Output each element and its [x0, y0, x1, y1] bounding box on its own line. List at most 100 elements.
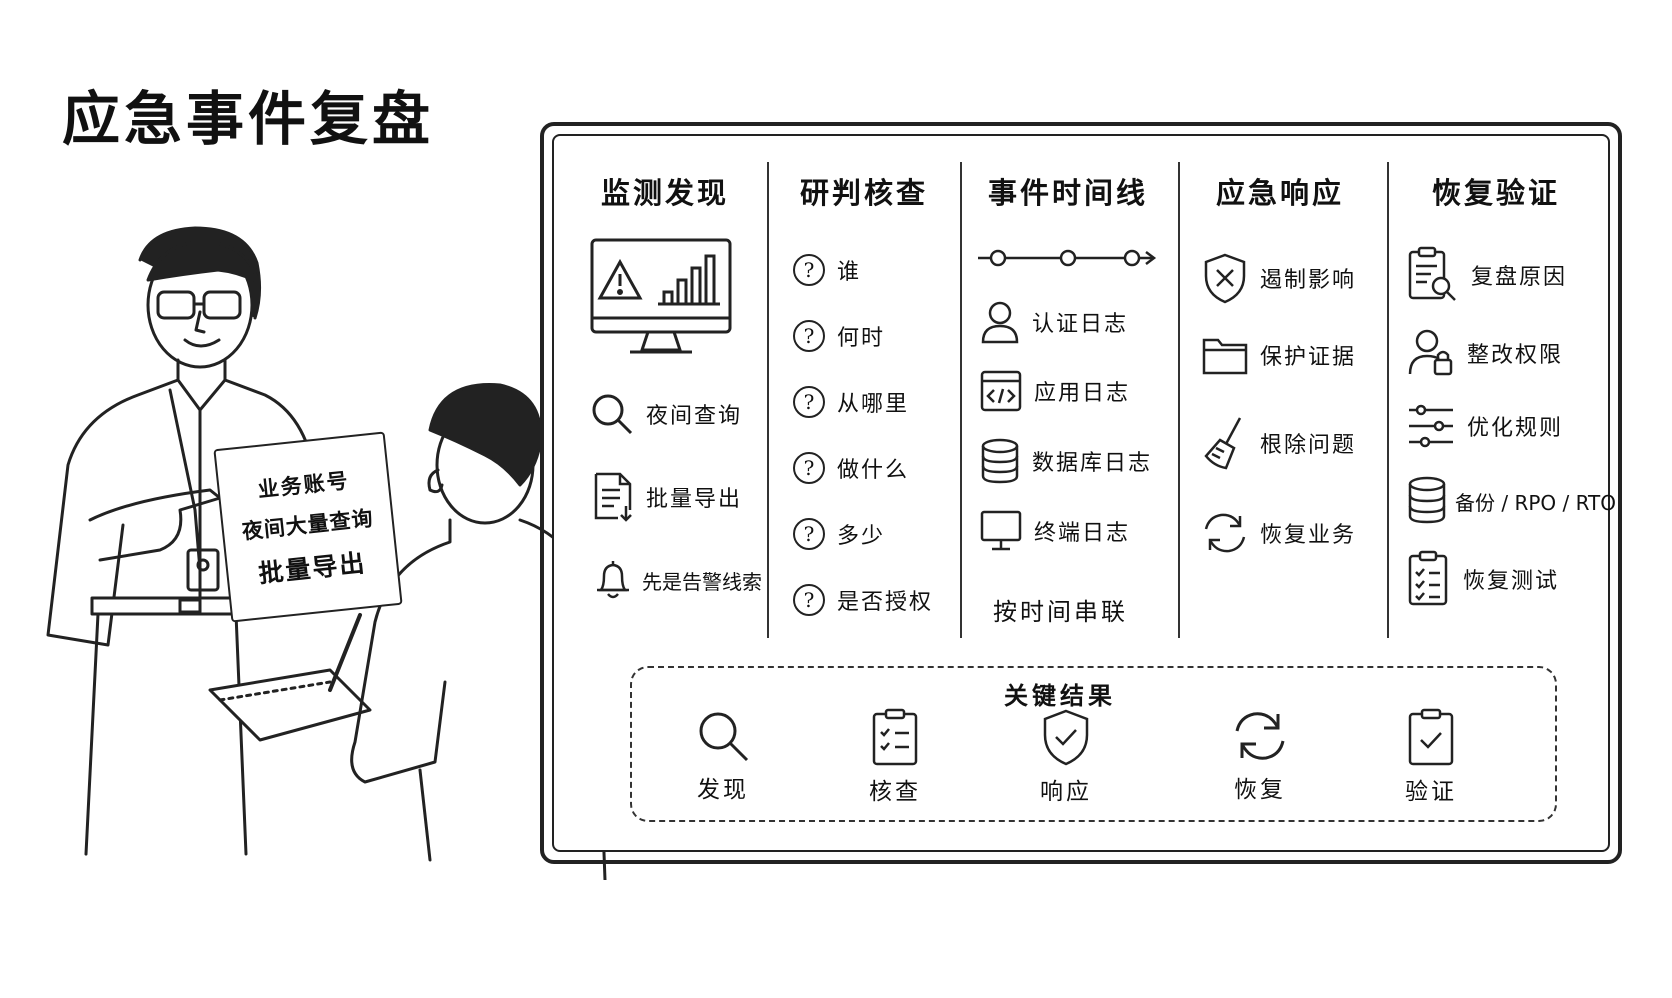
list-item-label: 夜间查询: [646, 404, 743, 429]
result-label: 核查: [869, 779, 921, 805]
timeline-footer: 按时间串联: [993, 598, 1128, 626]
list-item-where: ? 从哪里: [793, 386, 909, 418]
list-item-restore-test: 恢复测试: [1407, 550, 1559, 608]
user-icon: [981, 301, 1019, 344]
terminal-monitor-icon: [980, 510, 1022, 551]
list-item-label: 何时: [837, 326, 886, 351]
question-icon: ?: [793, 584, 825, 616]
bell-icon: [597, 561, 629, 599]
clipboard-check-icon: [1408, 708, 1454, 766]
list-item-who: ?谁: [793, 254, 861, 286]
code-window-icon: [980, 370, 1022, 412]
result-label: 验证: [1405, 779, 1457, 805]
list-item-eradicate: 根除问题: [1202, 414, 1356, 472]
list-item-backup-rpo-rto: 备份 / RPO / RTO: [1407, 476, 1616, 526]
sign-line-1: 业务账号: [256, 468, 351, 502]
list-item-authorized: ? 是否授权: [793, 584, 933, 616]
list-item-optimize-rules: 优化规则: [1407, 404, 1563, 448]
list-item-label: 恢复测试: [1463, 569, 1560, 594]
question-icon: ?: [793, 452, 825, 484]
question-icon: ?: [793, 518, 825, 550]
list-item-label: 整改权限: [1467, 343, 1564, 368]
magnifier-icon: [592, 394, 633, 435]
database-icon: [1408, 476, 1446, 524]
list-item-night-query: 夜间查询: [590, 392, 742, 436]
sign-line-3: 批量导出: [257, 548, 368, 589]
broom-icon: [1204, 417, 1242, 470]
monitor-alert-chart-icon: [590, 238, 732, 354]
list-item-label: 认证日志: [1032, 312, 1129, 337]
list-item-alert-clue: 先是告警线索: [594, 558, 762, 602]
column-divider: [767, 162, 769, 638]
refresh-icon: [1204, 513, 1246, 553]
list-item-terminal-log: 终端日志: [980, 510, 1130, 552]
question-icon: ?: [793, 386, 825, 418]
list-item-restore-business: 恢复业务: [1202, 510, 1356, 556]
result-label: 发现: [697, 777, 749, 803]
list-item-review-cause: 复盘原因: [1407, 246, 1567, 304]
list-item-label: 优化规则: [1467, 416, 1564, 441]
result-label: 响应: [1040, 779, 1092, 805]
timeline-arrow-icon: [978, 249, 1157, 267]
key-results-title: 关键结果: [1004, 682, 1116, 710]
clipboard-check-icon: [872, 708, 918, 766]
list-item-label: 保护证据: [1260, 345, 1357, 370]
column-heading-recovery: 恢复验证: [1431, 176, 1560, 210]
list-item-label: 从哪里: [837, 392, 910, 417]
column-divider: [960, 162, 962, 638]
result-respond: 响应: [1011, 708, 1121, 806]
list-item-label: 数据库日志: [1032, 451, 1153, 476]
board-frame: [540, 122, 1622, 864]
folder-icon: [1202, 338, 1248, 375]
list-item-label: 批量导出: [646, 487, 743, 512]
list-item-label: 谁: [837, 260, 862, 285]
document-export-icon: [594, 472, 632, 522]
user-lock-icon: [1408, 329, 1453, 376]
list-item-bulk-export: 批量导出: [594, 472, 742, 522]
magnifier-icon: [699, 712, 749, 762]
list-item-contain: 遏制影响: [1202, 252, 1356, 304]
column-heading-response: 应急响应: [1215, 176, 1344, 210]
column-divider: [1178, 162, 1180, 638]
sliders-icon: [1409, 404, 1453, 448]
list-item-label: 多少: [837, 524, 886, 549]
people-illustration: [46, 226, 607, 880]
list-item-label: 做什么: [837, 458, 910, 483]
presenter-sign: 业务账号 夜间大量查询 批量导出: [213, 431, 403, 623]
column-heading-monitor: 监测发现: [600, 176, 729, 210]
list-item-label: 复盘原因: [1471, 265, 1568, 290]
sign-line-2: 夜间大量查询: [240, 506, 375, 544]
list-item-how-many: ? 多少: [793, 518, 885, 550]
list-item-when: ? 何时: [793, 320, 885, 352]
refresh-icon: [1235, 712, 1285, 760]
list-item-label: 根除问题: [1260, 433, 1357, 458]
key-results-box: [630, 666, 1557, 822]
list-item-db-log: 数据库日志: [980, 438, 1152, 484]
result-recover: 恢复: [1205, 708, 1315, 804]
list-item-label: 恢复业务: [1260, 523, 1357, 548]
shield-x-icon: [1204, 253, 1246, 304]
result-verify-check: 核查: [840, 708, 950, 806]
page-title: 应急事件复盘: [62, 85, 435, 153]
list-item-auth-log: 认证日志: [980, 300, 1128, 344]
list-item-label: 应用日志: [1034, 381, 1131, 406]
list-item-label: 先是告警线索: [642, 569, 762, 594]
list-item-fix-permission: 整改权限: [1407, 328, 1563, 378]
checklist-icon: [1408, 550, 1448, 606]
question-icon: ?: [793, 254, 825, 286]
column-heading-analysis: 研判核查: [799, 176, 928, 210]
column-heading-timeline: 事件时间线: [987, 176, 1148, 210]
result-discover: 发现: [668, 708, 778, 804]
result-label: 恢复: [1234, 777, 1286, 803]
list-item-label: 是否授权: [837, 590, 934, 615]
clipboard-search-icon: [1408, 246, 1456, 301]
column-divider: [1387, 162, 1389, 638]
list-item-label: 终端日志: [1034, 521, 1131, 546]
list-item-preserve-evidence: 保护证据: [1202, 334, 1356, 376]
list-item-app-log: 应用日志: [980, 370, 1130, 412]
database-icon: [981, 438, 1019, 484]
shield-check-icon: [1043, 709, 1089, 766]
list-item-label: 备份 / RPO / RTO: [1455, 490, 1617, 515]
question-icon: ?: [793, 320, 825, 352]
result-validate: 验证: [1376, 708, 1486, 806]
